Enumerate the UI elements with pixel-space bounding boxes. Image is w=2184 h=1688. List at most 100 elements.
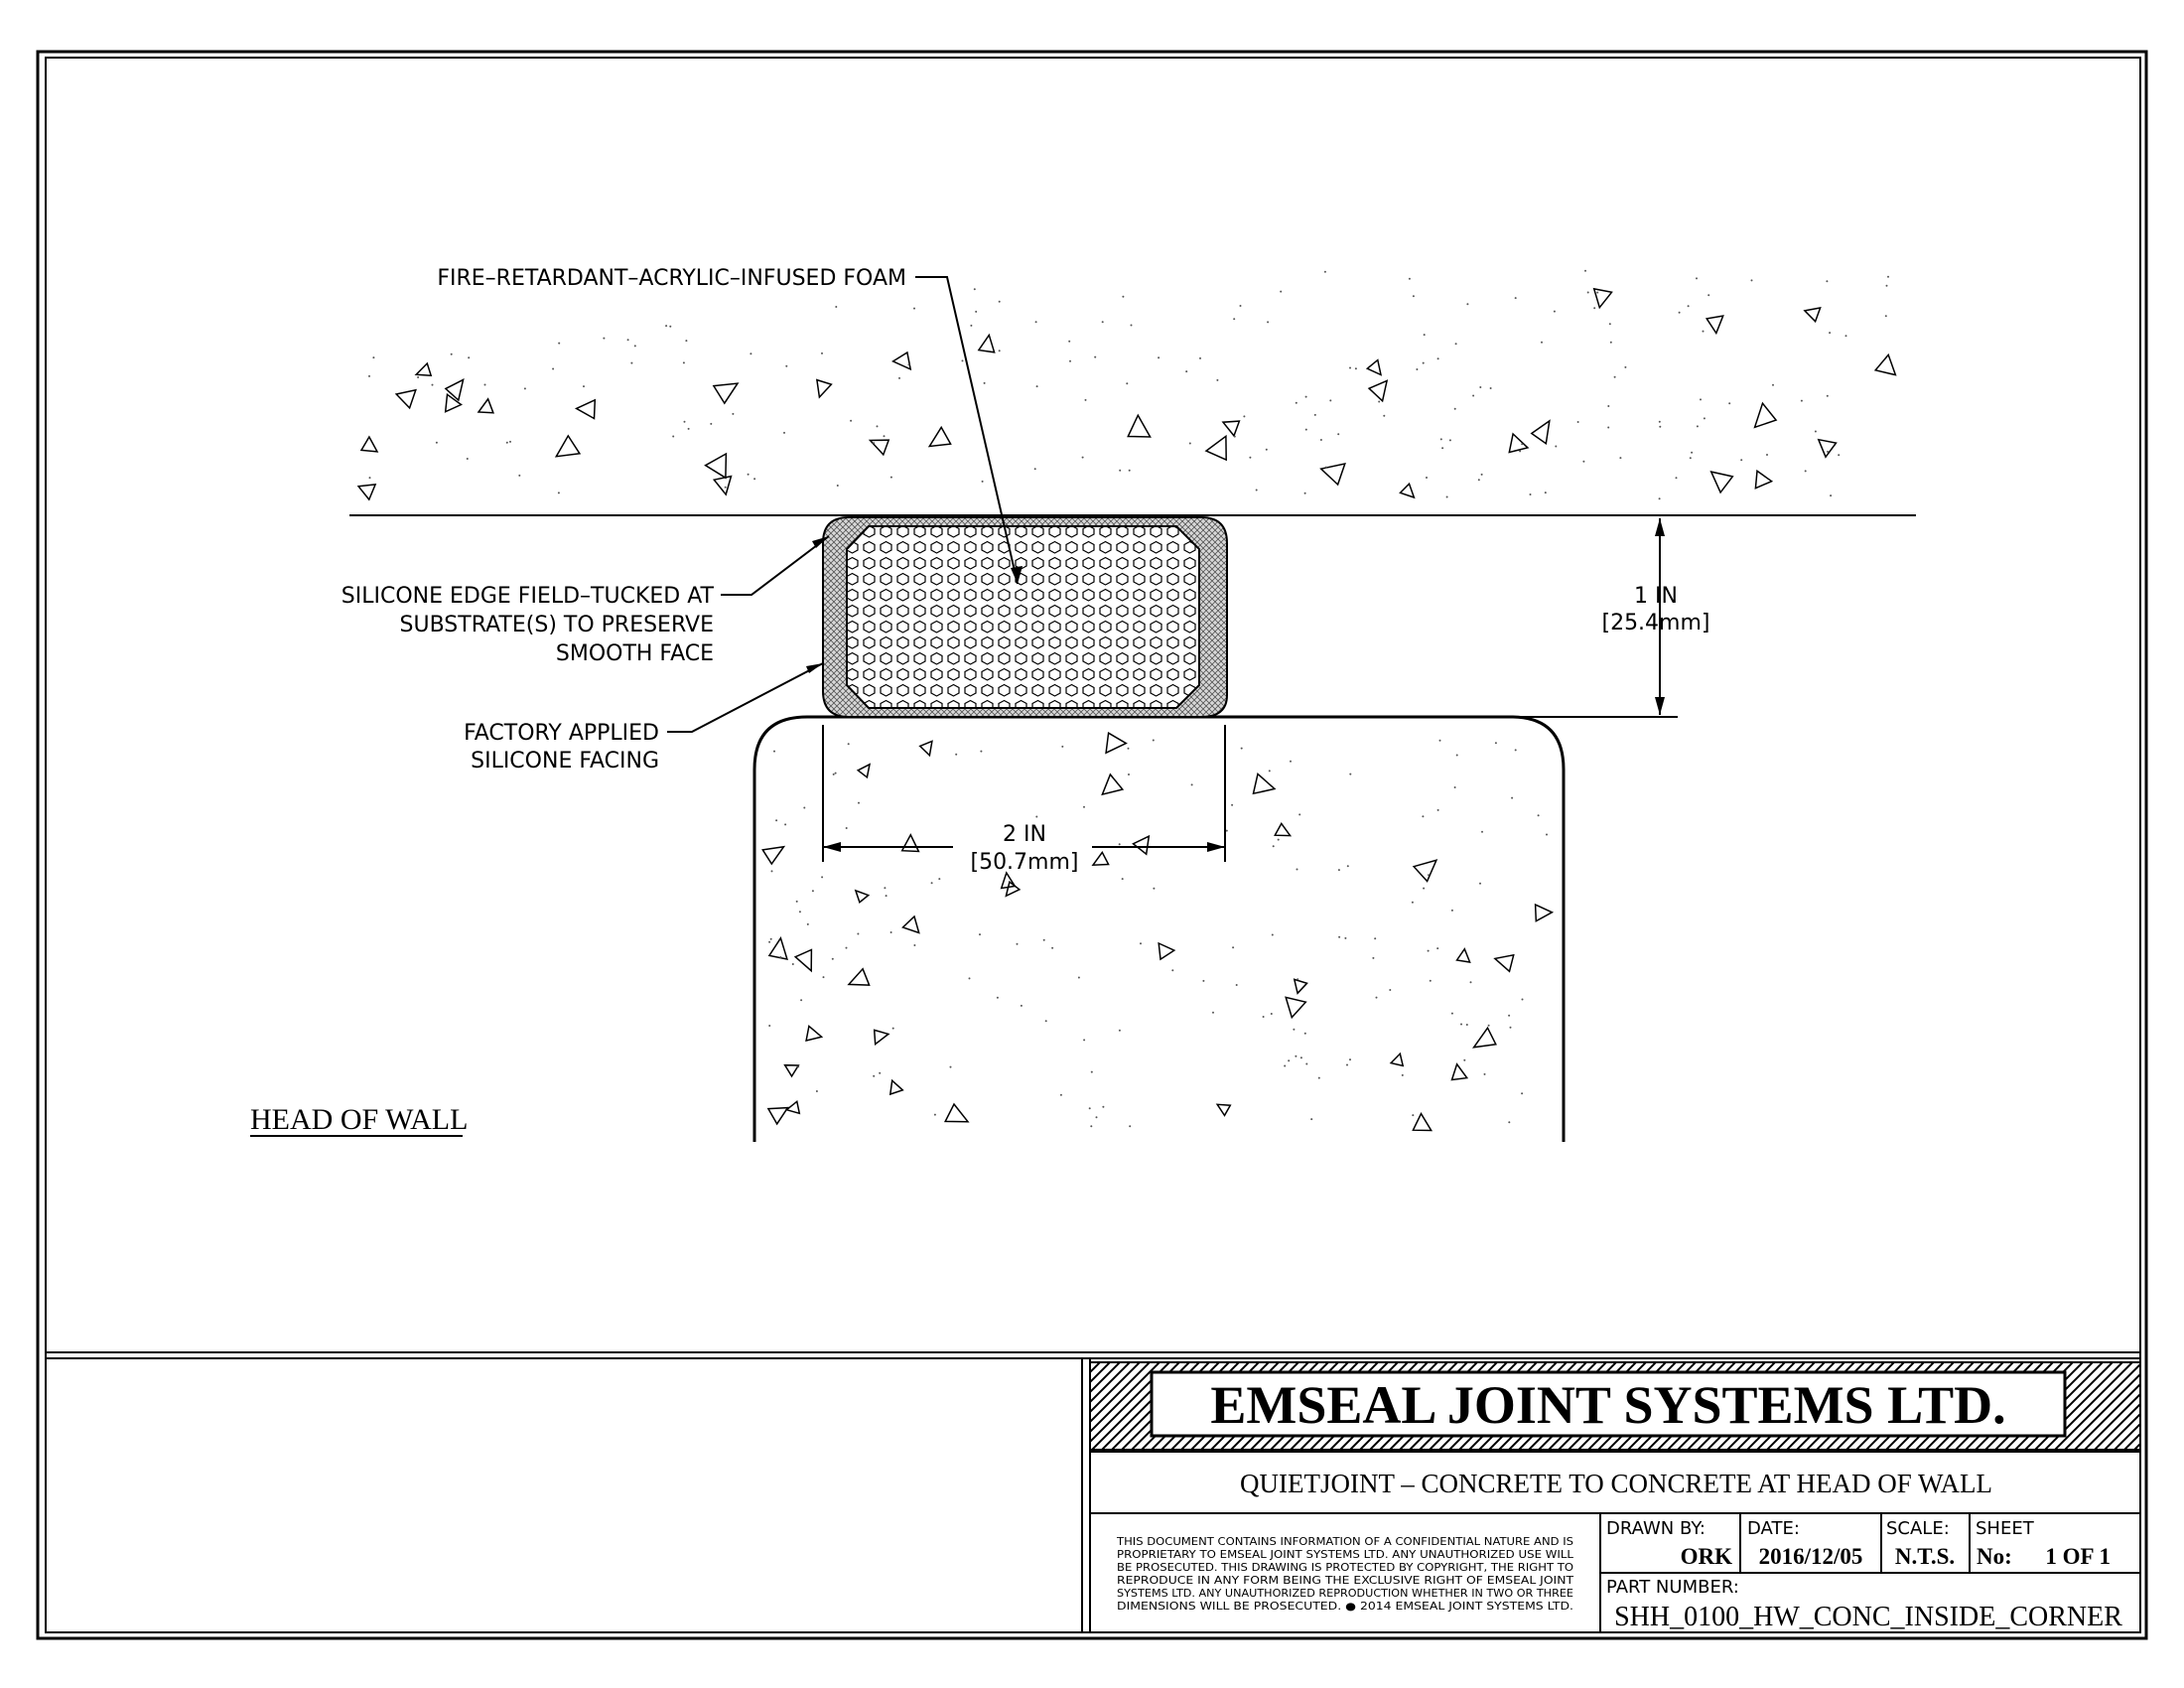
aggregate-mark [883,435,886,438]
aggregate-mark [815,378,833,399]
confidential-line: SYSTEMS LTD. ANY UNAUTHORIZED REPRODUCTI… [1117,1588,1573,1600]
aggregate-mark [913,307,915,310]
aggregate-mark [783,1063,800,1078]
aggregate-mark [1374,937,1377,940]
aggregate-mark [1463,1058,1466,1061]
aggregate-mark [1455,947,1471,963]
aggregate-mark [685,340,688,343]
aggregate-mark [943,1102,970,1123]
aggregate-mark [1216,378,1219,381]
aggregate-mark [998,350,1001,352]
aggregate-mark [1305,1062,1308,1065]
aggregate-mark [450,352,453,355]
date-label: DATE: [1747,1518,1800,1539]
aggregate-mark [791,963,794,965]
aggregate-mark [1608,323,1611,326]
aggregate-mark [785,364,788,367]
sheet-border-outer [36,50,2148,1640]
aggregate-mark [805,1024,824,1043]
aggregate-mark [811,890,814,893]
aggregate-mark [970,324,973,327]
aggregate-mark [891,351,912,371]
aggregate-mark [359,435,379,453]
aggregate-mark [509,440,511,443]
aggregate-mark [1658,497,1661,500]
aggregate-mark [1101,321,1104,324]
aggregate-mark [1091,850,1110,867]
aggregate-mark [1511,796,1514,799]
top-concrete-slab [357,269,1897,501]
aggregate-mark [1477,479,1480,482]
aggregate-mark [1324,466,1327,469]
aggregate-mark [1766,454,1768,456]
aggregate-mark [1293,978,1308,995]
aggregate-mark [1280,290,1283,293]
aggregate-mark [414,361,433,377]
aggregate-mark [1800,399,1803,402]
aggregate-mark [961,359,964,362]
aggregate-mark [981,480,984,483]
concrete-wall-outline [752,715,1566,1142]
aggregate-mark [1215,1103,1232,1117]
aggregate-mark [1584,269,1586,272]
aggregate-mark [1296,868,1298,871]
aggregate-mark [1422,361,1425,364]
aggregate-mark [876,425,879,428]
aggregate-mark [1519,450,1522,453]
aggregate-mark [1389,1052,1405,1067]
aggregate-mark [1235,984,1238,986]
date-value: 2016/12/05 [1759,1544,1863,1569]
aggregate-mark [1127,747,1130,750]
aggregate-mark [1378,400,1381,403]
aggregate-mark [1128,774,1130,775]
aggregate-mark [1265,448,1268,451]
aggregate-mark [444,378,465,402]
aggregate-mark [955,753,958,756]
aggregate-mark [558,342,561,345]
sheet-no-label: No: [1977,1544,2012,1569]
aggregate-mark [1454,343,1457,346]
aggregate-mark [1122,295,1125,298]
aggregate-mark [669,325,672,328]
aggregate-mark [1534,903,1555,922]
aggregate-mark [1466,303,1469,306]
aggregate-mark [873,442,876,445]
aggregate-mark [1190,783,1193,786]
aggregate-mark [1083,1039,1086,1042]
aggregate-mark [1596,291,1599,294]
aggregate-mark [1349,773,1352,775]
width-dimension-metric: [50.7mm] [970,850,1078,875]
aggregate-mark [1005,880,1022,898]
aggregate-mark [368,477,371,480]
aggregate-mark [1129,1125,1132,1128]
aggregate-mark [1288,1059,1291,1062]
confidential-line: PROPRIETARY TO EMSEAL JOINT SYSTEMS LTD.… [1117,1549,1573,1561]
aggregate-mark [1624,365,1627,368]
aggregate-mark [1272,845,1275,848]
aggregate-mark [1267,321,1270,324]
aggregate-mark [1509,1026,1512,1029]
aggregate-mark [1090,1070,1093,1073]
aggregate-mark [821,876,824,879]
aggregate-mark [1553,310,1556,313]
aggregate-mark [1329,399,1332,402]
aggregate-mark [1678,311,1681,314]
scale-label: SCALE: [1886,1518,1950,1539]
aggregate-mark [1061,745,1064,748]
aggregate-mark [1453,407,1456,410]
aggregate-mark [803,806,806,809]
aggregate-mark [1838,454,1841,457]
aggregate-mark [672,435,675,438]
aggregate-mark [1304,428,1307,431]
aggregate-mark [1422,815,1425,818]
aggregate-mark [938,878,941,881]
aggregate-mark [822,976,825,979]
aggregate-mark [1508,1121,1511,1124]
aggregate-mark [1389,989,1392,991]
aggregate-mark [783,431,785,434]
aggregate-mark [1319,462,1346,487]
aggregate-mark [1772,383,1774,386]
aggregate-mark [1081,456,1084,459]
aggregate-mark [1487,1024,1490,1027]
aggregate-mark [1521,1092,1524,1095]
